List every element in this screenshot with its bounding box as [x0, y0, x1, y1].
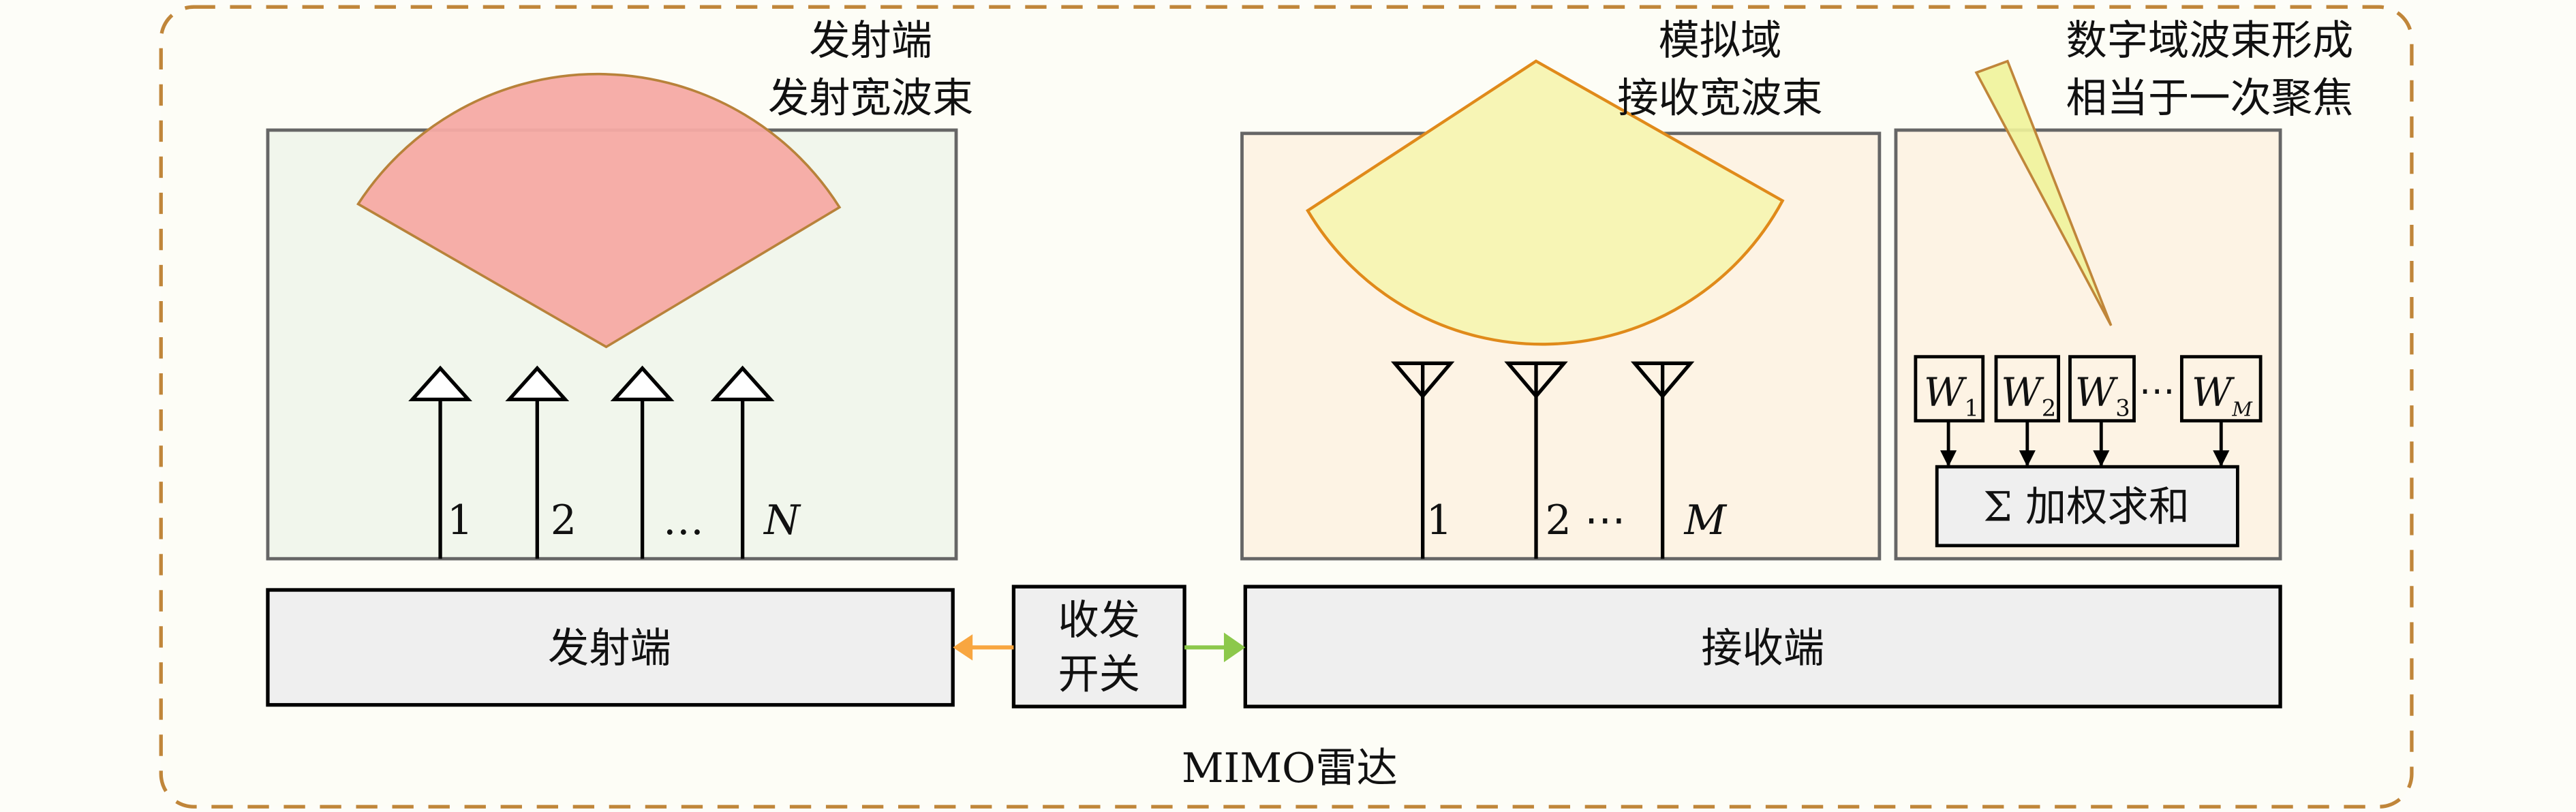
transmit-wide-beam — [356, 72, 842, 349]
switch-label-line1: 收发 — [1058, 597, 1141, 644]
tx-antenna-label: 1 — [447, 497, 473, 544]
weights-ellipsis: ⋯ — [2139, 369, 2175, 411]
receive-caption-line2: 接收宽波束 — [1617, 74, 1822, 122]
receive-caption-line1: 模拟域 — [1659, 17, 1782, 65]
narrow-beam — [1974, 59, 2113, 326]
switch-to-transmitter-arrow — [953, 634, 1014, 661]
tx-antenna-label: … — [663, 497, 704, 544]
antenna-icon — [610, 365, 675, 402]
receiver-label: 接收端 — [1701, 625, 1824, 672]
transmitter-label: 发射端 — [548, 625, 671, 672]
switch-label-line2: 开关 — [1058, 651, 1141, 699]
antenna-icon — [1390, 361, 1455, 399]
transmit-antennas — [408, 365, 775, 559]
transmit-caption-line2: 发射宽波束 — [768, 74, 973, 122]
diagram-title: MIMO雷达 — [1182, 745, 1398, 792]
tx-antenna-label: 2 — [551, 497, 577, 544]
receive-antennas — [1390, 361, 1695, 559]
digital-caption-line1: 数字域波束形成 — [2066, 17, 2354, 65]
weight-label: W3 — [2075, 369, 2130, 421]
weighted-sum-box — [1935, 465, 2239, 548]
weight-label: WM — [2192, 369, 2253, 420]
rx-antenna-label: 2 ⋯ — [1545, 497, 1625, 544]
rx-antenna-label: 1 — [1426, 497, 1452, 544]
tx-antenna-label: N — [763, 497, 801, 544]
switch-to-receiver-arrow — [1184, 632, 1246, 663]
rx-antenna-label: M — [1683, 497, 1727, 544]
weight-arrows — [1940, 420, 2230, 467]
weighted-sum-label: Σ 加权求和 — [1983, 484, 2190, 531]
receiver-block — [1243, 584, 2282, 708]
transmit-caption-line1: 发射端 — [809, 17, 932, 65]
weight-box — [1994, 355, 2061, 423]
antenna-icon — [505, 365, 570, 402]
antenna-icon — [710, 365, 775, 402]
antenna-icon — [408, 365, 472, 402]
digital-caption-line2: 相当于一次聚焦 — [2066, 74, 2354, 122]
weight-label: W1 — [1924, 369, 1979, 421]
receive-wide-beam — [1306, 59, 1785, 346]
weight-label: W2 — [2001, 369, 2056, 421]
antenna-icon — [1630, 361, 1695, 399]
antenna-icon — [1504, 361, 1568, 399]
